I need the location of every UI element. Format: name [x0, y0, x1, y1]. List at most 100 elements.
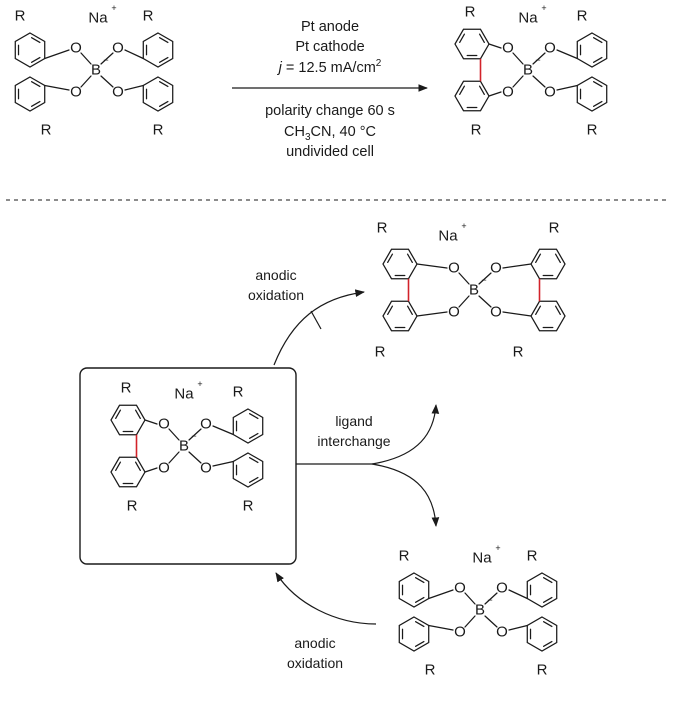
r-substituent: R	[527, 548, 538, 565]
boron-atom: B	[91, 62, 101, 79]
sodium-label: Na	[88, 10, 108, 27]
bond	[212, 460, 234, 467]
bond	[144, 467, 158, 473]
oxygen-atom: O	[200, 460, 212, 477]
oxygen-atom: O	[496, 580, 508, 597]
r-substituent: R	[549, 220, 560, 237]
r-substituent: R	[243, 498, 254, 515]
aryl-ring	[382, 300, 418, 332]
aryl-ring	[530, 248, 566, 280]
r-substituent: R	[587, 122, 598, 139]
condition-line-5: CH3CN, 40 °C	[284, 124, 376, 143]
aryl-ring	[398, 616, 430, 652]
aryl-ring	[398, 572, 430, 608]
blocked-mark	[310, 310, 322, 330]
condition-line-1: Pt anode	[301, 19, 359, 35]
bond	[80, 75, 92, 88]
bond	[502, 263, 532, 269]
oxygen-atom: O	[454, 624, 466, 641]
r-substituent: R	[377, 220, 388, 237]
bond	[428, 589, 454, 600]
interchange-label-2: interchange	[317, 433, 390, 449]
oxygen-atom: O	[502, 84, 514, 101]
bond	[44, 49, 70, 60]
bond	[512, 75, 524, 88]
oxygen-atom: O	[112, 40, 124, 57]
oxygen-atom: O	[448, 304, 460, 321]
upper-oxidation-label-2: oxidation	[248, 287, 304, 303]
oxygen-atom: O	[544, 40, 556, 57]
oxygen-atom: O	[158, 460, 170, 477]
bond	[478, 295, 492, 308]
bond	[532, 75, 546, 88]
regeneration-oxidation-arrow	[275, 572, 377, 625]
r-substituent: R	[127, 498, 138, 515]
sodium-charge: +	[111, 3, 116, 13]
r-substituent: R	[121, 380, 132, 397]
bond	[124, 84, 144, 91]
bond	[478, 272, 492, 285]
bond	[556, 49, 578, 60]
r-substituent: R	[143, 8, 154, 25]
boron-atom: B	[469, 282, 479, 299]
bond	[212, 425, 234, 436]
oxygen-atom: O	[490, 304, 502, 321]
condition-line-3: j = 12.5 mA/cm2	[277, 58, 382, 76]
bond	[502, 311, 532, 317]
oxygen-atom: O	[502, 40, 514, 57]
lower-oxidation-label-1: anodic	[294, 635, 335, 651]
oxygen-atom: O	[544, 84, 556, 101]
sodium-charge: +	[197, 379, 202, 389]
blocked-oxidation-arrow	[273, 289, 365, 366]
sodium-charge: +	[495, 543, 500, 553]
aryl-ring	[110, 404, 146, 436]
lower-oxidation-label-2: oxidation	[287, 655, 343, 671]
bond	[512, 52, 524, 65]
upper-oxidation-label-1: anodic	[255, 267, 296, 283]
r-substituent: R	[399, 548, 410, 565]
aryl-ring	[232, 408, 264, 444]
sodium-label: Na	[518, 10, 538, 27]
oxygen-atom: O	[454, 580, 466, 597]
bond	[124, 49, 144, 60]
r-substituent: R	[537, 662, 548, 679]
aryl-ring	[454, 80, 490, 112]
bond	[508, 589, 528, 600]
aryl-ring	[526, 572, 558, 608]
bond	[44, 84, 70, 91]
bond	[188, 428, 202, 441]
oxygen-atom: O	[448, 260, 460, 277]
bond	[168, 428, 180, 441]
bond	[100, 52, 114, 65]
bond	[484, 592, 498, 605]
oxygen-atom: O	[200, 416, 212, 433]
r-substituent: R	[471, 122, 482, 139]
bond	[188, 451, 202, 464]
r-substituent: R	[15, 8, 26, 25]
oxygen-atom: O	[158, 416, 170, 433]
interchange-up-arrow	[371, 404, 440, 465]
sodium-label: Na	[438, 228, 458, 245]
aryl-ring	[382, 248, 418, 280]
aryl-ring	[576, 32, 608, 68]
oxygen-atom: O	[490, 260, 502, 277]
condition-line-6: undivided cell	[286, 144, 374, 160]
bond	[532, 52, 546, 65]
bond	[464, 592, 476, 605]
bond	[556, 84, 578, 91]
sodium-charge: +	[541, 3, 546, 13]
aryl-ring	[14, 76, 46, 112]
aryl-ring	[142, 32, 174, 68]
aryl-ring	[142, 76, 174, 112]
sodium-label: Na	[472, 550, 492, 567]
bond	[458, 295, 470, 308]
oxygen-atom: O	[496, 624, 508, 641]
sodium-label: Na	[174, 386, 194, 403]
r-substituent: R	[375, 344, 386, 361]
